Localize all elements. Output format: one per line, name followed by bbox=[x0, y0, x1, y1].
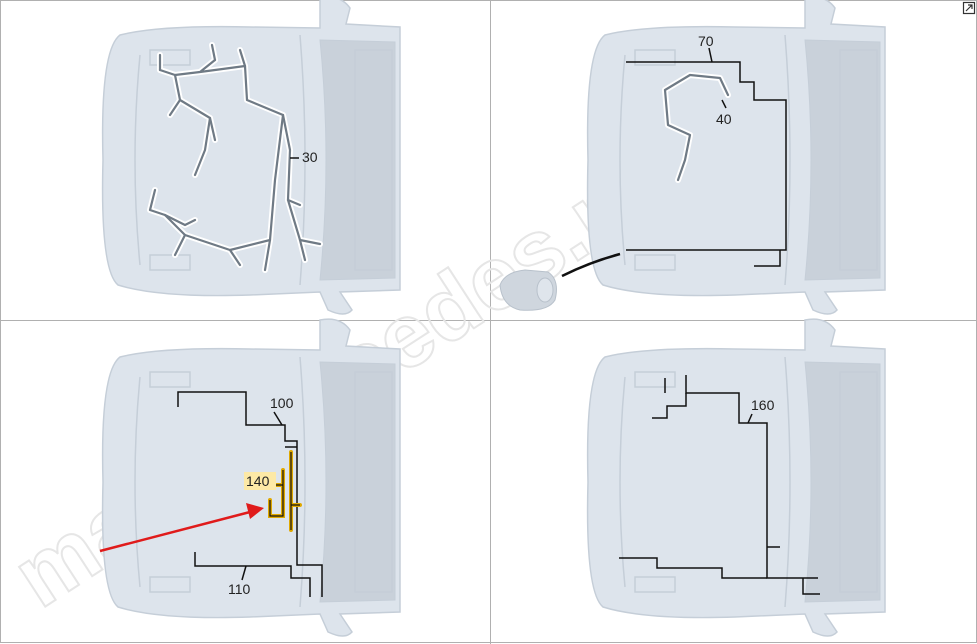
callout-70: 70 bbox=[698, 33, 714, 49]
panel-bottom-right: 160 bbox=[586, 318, 886, 637]
callout-30: 30 bbox=[302, 149, 318, 165]
panel-top-right: 70 40 bbox=[499, 0, 886, 315]
callout-40: 40 bbox=[716, 111, 732, 127]
panel-top-left: 30 bbox=[101, 0, 401, 315]
connector-component bbox=[499, 252, 621, 311]
external-link-icon[interactable] bbox=[962, 1, 976, 15]
leader-line-110 bbox=[194, 552, 311, 597]
pointer-arrow bbox=[99, 503, 264, 553]
highlighted-harness-140 bbox=[268, 450, 302, 532]
leader-line-160 bbox=[619, 375, 820, 595]
harness-40 bbox=[662, 72, 731, 183]
vehicle-top-view bbox=[586, 0, 886, 315]
callout-140-highlight bbox=[244, 472, 276, 490]
vehicle-top-view bbox=[101, 0, 401, 315]
vehicle-top-view bbox=[586, 318, 886, 637]
wiring-harness-30 bbox=[147, 42, 323, 273]
panel-bottom-left: 100 110 140 bbox=[99, 318, 401, 637]
callout-110: 110 bbox=[228, 581, 251, 597]
callout-160: 160 bbox=[751, 397, 775, 413]
callout-140: 140 bbox=[246, 473, 270, 489]
leader-line-100 bbox=[177, 391, 323, 597]
callout-100: 100 bbox=[270, 395, 294, 411]
leader-line-70 bbox=[626, 47, 787, 267]
